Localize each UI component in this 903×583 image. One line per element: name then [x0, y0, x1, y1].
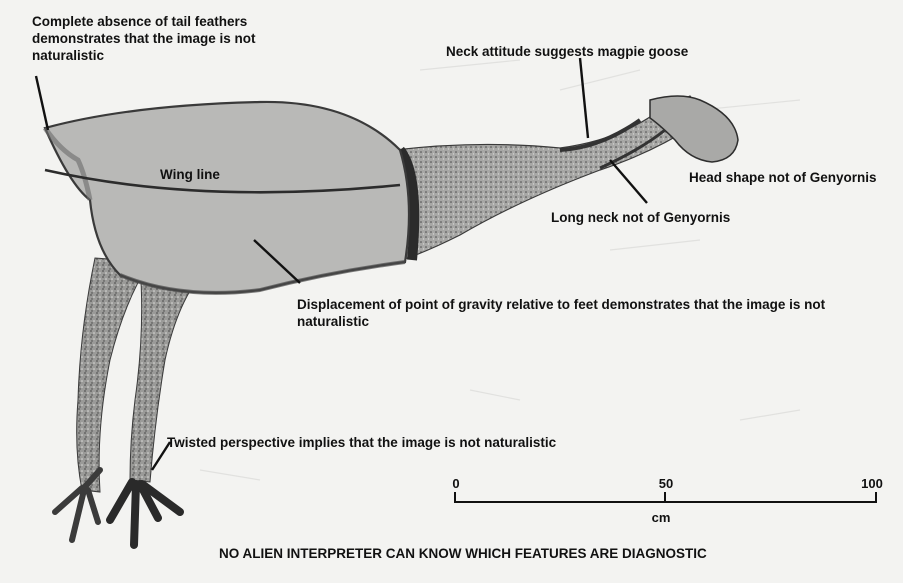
scale-label-100: 100 [861, 476, 883, 491]
annotation-gravity: Displacement of point of gravity relativ… [297, 296, 842, 330]
right-foot [110, 482, 180, 545]
scale-unit: cm [652, 510, 671, 525]
bird-neck-head [395, 96, 738, 262]
annotation-neck-attitude: Neck attitude suggests magpie goose [446, 43, 688, 60]
annotation-perspective: Twisted perspective implies that the ima… [167, 434, 556, 451]
scale-bar [455, 492, 876, 503]
annotation-tail: Complete absence of tail feathers demons… [32, 13, 307, 64]
footer-caption: NO ALIEN INTERPRETER CAN KNOW WHICH FEAT… [219, 545, 707, 562]
annotation-long-neck: Long neck not of Genyornis [551, 209, 730, 226]
left-foot [55, 470, 100, 540]
annotation-head-shape: Head shape not of Genyornis [689, 169, 877, 186]
leader-tail [36, 76, 48, 130]
leader-neck-attitude [580, 58, 588, 138]
scale-label-50: 50 [659, 476, 673, 491]
bird-legs [55, 258, 205, 545]
bird-head [650, 96, 738, 162]
annotation-wing-line: Wing line [160, 166, 220, 183]
scale-label-0: 0 [452, 476, 459, 491]
leader-long-neck [610, 160, 647, 203]
